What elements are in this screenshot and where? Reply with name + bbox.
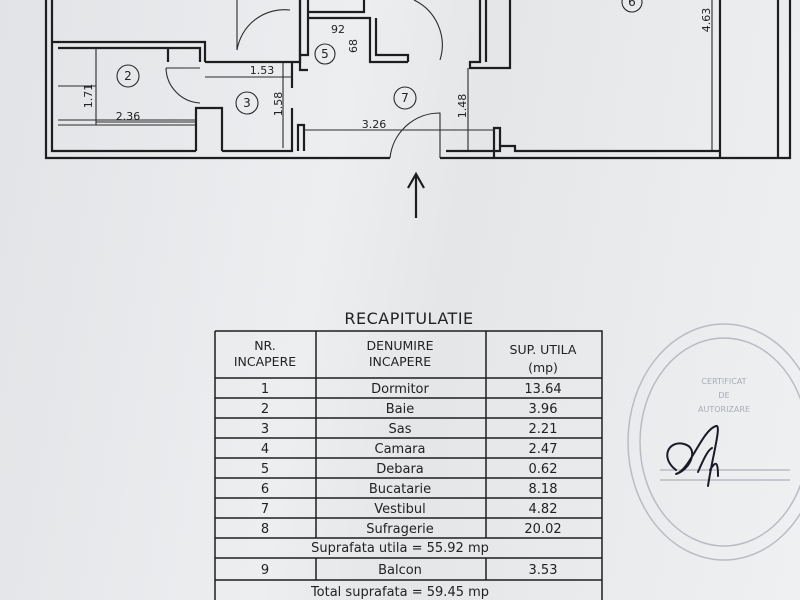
table-cell-nr: 5 [261, 462, 269, 477]
dim-text-153: 1.53 [250, 64, 275, 77]
door-arc-entrance [389, 112, 441, 159]
svg-text:5: 5 [321, 47, 329, 61]
table-title: RECAPITULATIE [344, 309, 473, 328]
dim-text-236: 2.36 [116, 110, 141, 123]
stamp-seal: CERTIFICAT DE AUTORIZARE [627, 323, 800, 561]
table-cell-area: 8.18 [529, 482, 558, 497]
table-cell-name: Sufragerie [366, 522, 434, 537]
table-cell-area: 13.64 [524, 382, 561, 397]
outer-wall-left [44, 0, 390, 160]
wall-room7-left [296, 123, 306, 151]
svg-text:AUTORIZARE: AUTORIZARE [698, 405, 750, 414]
wall-room5-inner [374, 18, 410, 62]
wall-room2-3 [194, 106, 224, 151]
balcony-nr: 9 [261, 563, 269, 578]
room-label-2: 2 [116, 64, 140, 88]
table-row-lines [215, 397, 602, 581]
table-cell-nr: 3 [261, 422, 269, 437]
table-cell-nr: 6 [261, 482, 269, 497]
outer-wall-right [440, 0, 792, 160]
door-arc-room2 [165, 67, 201, 104]
table-cell-area: 20.02 [524, 522, 561, 537]
table-cell-name: Sas [389, 422, 412, 437]
svg-text:6: 6 [628, 0, 636, 9]
floor-plan: 1.71 2.36 1.53 1.58 92 68 3.26 1.48 4.63… [44, 0, 792, 218]
wall-room5 [308, 16, 408, 64]
svg-text:CERTIFICAT: CERTIFICAT [701, 377, 746, 386]
header-name-line1: DENUMIRE [366, 338, 433, 353]
svg-text:DE: DE [718, 391, 729, 400]
table-cell-nr: 7 [261, 502, 269, 517]
table-cell-nr: 4 [261, 442, 269, 457]
dim-text-463: 4.63 [700, 8, 713, 33]
wall-room2-top-inner [58, 46, 202, 62]
wall-room5-top [308, 0, 366, 14]
table-cell-area: 3.96 [529, 402, 558, 417]
header-nr-line2: INCAPERE [234, 354, 296, 369]
table-cell-nr: 8 [261, 522, 269, 537]
header-area-line2: (mp) [528, 360, 558, 375]
recap-table: RECAPITULATIE NR. INCAPERE DENUMIRE INCA… [214, 309, 603, 600]
header-name-line2: INCAPERE [369, 354, 431, 369]
wall-room5-bottom [298, 55, 308, 72]
total-area-text: Total suprafata = 59.45 mp [310, 585, 489, 600]
wall-room7-right [492, 126, 502, 158]
header-area-line1: SUP. UTILA [510, 342, 577, 357]
wall-room3-bottom [222, 108, 294, 153]
table-cell-name: Debara [376, 462, 424, 477]
wall-room2-top [52, 40, 207, 62]
room-label-3: 3 [235, 91, 259, 115]
table-cell-name: Bucatarie [369, 482, 431, 497]
dim-text-92: 92 [331, 23, 345, 36]
dim-text-158: 1.58 [272, 92, 285, 117]
wall-room6-left [468, 0, 512, 70]
table-cell-area: 2.47 [529, 442, 558, 457]
room-label-5: 5 [314, 43, 336, 65]
inner-wall-left [50, 0, 196, 153]
useful-area-text: Suprafata utila = 55.92 mp [311, 541, 489, 556]
handwritten-signature [666, 424, 719, 487]
door-arc-room7 [413, 0, 443, 61]
table-cell-area: 0.62 [529, 462, 558, 477]
balcony-area: 3.53 [529, 563, 558, 578]
svg-text:7: 7 [401, 91, 409, 105]
table-cell-name: Vestibul [374, 502, 425, 517]
table-cell-area: 2.21 [529, 422, 558, 437]
table-cell-nr: 1 [261, 382, 269, 397]
entrance-arrow-icon [407, 171, 425, 218]
svg-text:2: 2 [124, 69, 132, 83]
dim-text-171: 1.71 [82, 84, 95, 109]
room-label-7: 7 [393, 86, 417, 110]
table-body: 1 Dormitor 13.64 2 Baie 3.96 3 Sas 2.21 4 Camara 2.… [261, 382, 562, 537]
wall-corridor [298, 0, 310, 57]
table-cell-name: Dormitor [371, 382, 429, 397]
table-cell-name: Baie [386, 402, 415, 417]
room-label-6: 6 [621, 0, 643, 13]
header-nr-line1: NR. [254, 338, 276, 353]
table-cell-nr: 2 [261, 402, 269, 417]
dim-text-326: 3.26 [362, 118, 387, 131]
inner-wall-right [446, 144, 720, 153]
door-arc-top [236, 0, 291, 51]
svg-text:3: 3 [243, 96, 251, 110]
dim-text-148: 1.48 [456, 94, 469, 119]
table-cell-area: 4.82 [529, 502, 558, 517]
balcony-name: Balcon [378, 563, 422, 578]
table-cell-name: Camara [375, 442, 426, 457]
dim-text-68: 68 [347, 39, 360, 53]
